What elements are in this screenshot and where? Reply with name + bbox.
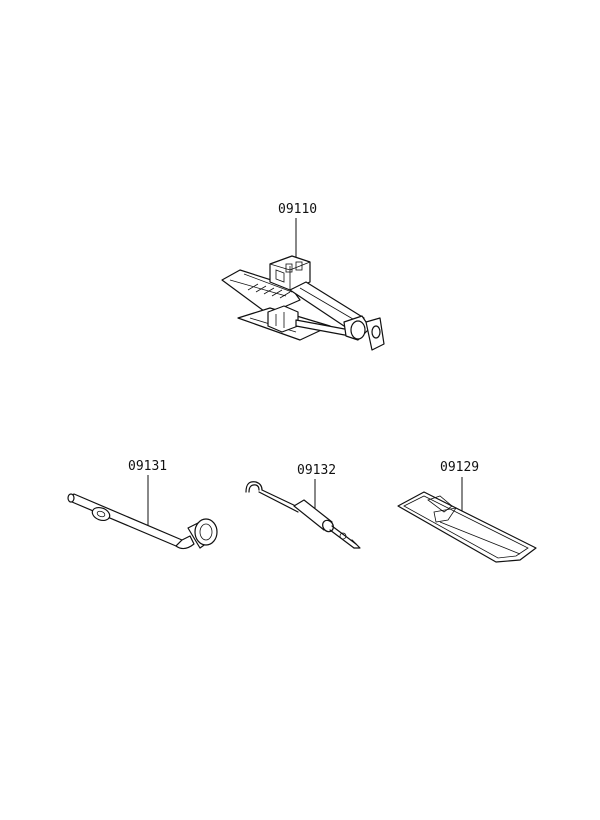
tool-bag-drawing (397, 491, 537, 563)
jack-part-number: 09110 (278, 202, 317, 217)
wrench-part[interactable]: 09131 (67, 459, 218, 550)
scissor-jack-drawing (221, 255, 385, 351)
tow-hook-drawing (245, 481, 361, 549)
hook-part[interactable]: 09132 (245, 463, 361, 549)
bag-part-number: 09129 (440, 460, 479, 475)
bag-part[interactable]: 09129 (397, 460, 537, 563)
hook-part-number: 09132 (297, 463, 336, 478)
wheel-wrench-drawing (67, 493, 218, 550)
jack-part[interactable]: 09110 (221, 202, 385, 351)
wrench-part-number: 09131 (128, 459, 167, 474)
